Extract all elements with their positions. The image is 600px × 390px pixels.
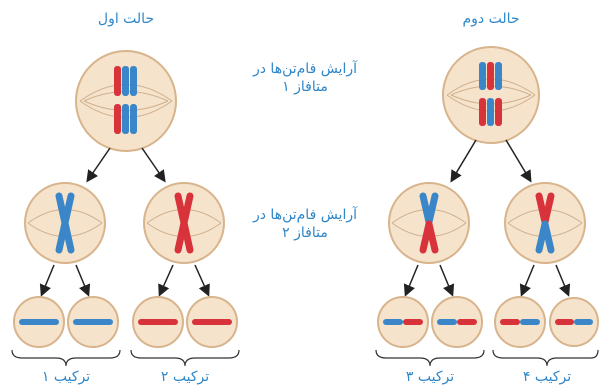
gamete-cell	[431, 296, 483, 348]
gamete-cell	[377, 296, 429, 348]
right-metaphase2-blue-red-cell	[388, 182, 470, 264]
combination-label-1: ترکیب ۱	[41, 369, 91, 385]
left-metaphase2-red-cell	[143, 182, 225, 264]
right-metaphase1-cell	[442, 46, 540, 144]
combination-label-3: ترکیب ۳	[405, 369, 455, 385]
arrow	[39, 264, 55, 297]
arrow	[519, 264, 535, 297]
case-right-title: حالت دوم	[462, 11, 520, 27]
gamete-cell	[549, 297, 599, 347]
homolog-pair	[114, 66, 137, 134]
metaphase1-label: آرایش فام‌تن‌ها در متافاز ۱	[240, 60, 370, 96]
gamete-cell	[186, 296, 238, 348]
arrow	[403, 264, 419, 297]
combination-brace	[11, 349, 121, 367]
gamete-cell	[494, 296, 546, 348]
arrow	[555, 264, 571, 297]
arrow	[158, 264, 174, 297]
arrow	[439, 264, 455, 297]
gamete-cell	[132, 296, 184, 348]
metaphase2-label-line2: متافاز ۲	[282, 225, 328, 241]
metaphase2-label: آرایش فام‌تن‌ها در متافاز ۲	[240, 206, 370, 242]
metaphase2-label-line1: آرایش فام‌تن‌ها در	[252, 207, 357, 223]
gamete-cell	[67, 296, 119, 348]
arrow	[75, 264, 91, 297]
combination-label-4: ترکیب ۴	[522, 369, 572, 385]
gamete-cell	[13, 296, 65, 348]
combination-brace	[492, 349, 599, 367]
metaphase1-label-line2: متافاز ۱	[282, 79, 328, 95]
combination-label-2: ترکیب ۲	[160, 369, 210, 385]
arrow	[505, 139, 532, 183]
left-metaphase1-cell	[75, 50, 177, 152]
metaphase1-label-line1: آرایش فام‌تن‌ها در	[252, 61, 357, 77]
arrow	[86, 147, 111, 183]
right-metaphase2-red-blue-cell	[504, 182, 586, 264]
combination-brace	[375, 349, 485, 367]
arrow	[141, 147, 166, 183]
arrow	[194, 264, 210, 297]
left-metaphase2-blue-cell	[24, 182, 106, 264]
arrow	[450, 139, 477, 183]
case-left-title: حالت اول	[97, 11, 155, 27]
homolog-pair	[479, 62, 502, 126]
combination-brace	[130, 349, 240, 367]
